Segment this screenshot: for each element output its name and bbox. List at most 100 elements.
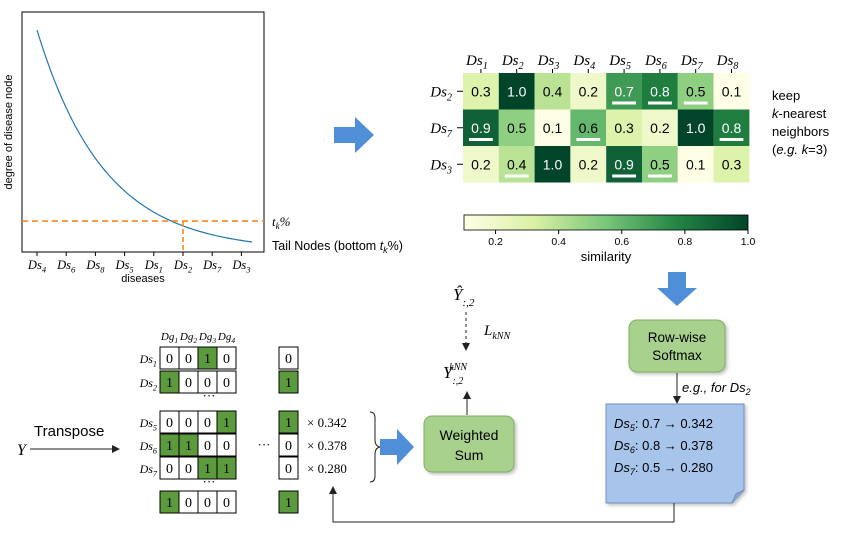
plot-ylabel: degree of disease node xyxy=(3,75,15,190)
ellipsis: ··· xyxy=(203,388,216,403)
matrix-col-label: Dg2 xyxy=(179,331,197,345)
colorbar-tick: 0.6 xyxy=(614,236,629,248)
heatmap-col-label: Ds3 xyxy=(537,53,560,72)
matrix-cell xyxy=(216,346,237,370)
heatmap-col-label: Ds2 xyxy=(501,53,524,72)
colorbar-tick: 1.0 xyxy=(741,236,756,248)
heatmap-cell xyxy=(713,73,750,110)
matrix-cell xyxy=(278,490,299,514)
weighted-sum-box: Weighted Sum xyxy=(423,415,515,473)
matrix-value: 0 xyxy=(285,439,292,454)
colorbar-tick: 0.2 xyxy=(488,236,503,248)
softmax-result: Ds7: 0.5 → 0.280 xyxy=(614,460,713,477)
matrix-value: 1 xyxy=(285,376,292,391)
heatmap-cell xyxy=(534,73,571,110)
heatmap-value: 1.0 xyxy=(543,156,563,172)
matrix-value: 1 xyxy=(166,496,173,511)
row-weight: × 0.378 xyxy=(307,438,347,453)
heatmap-cell xyxy=(713,146,750,183)
matrix-value: 0 xyxy=(185,462,192,477)
matrix-value: 0 xyxy=(285,352,292,367)
matrix-value: 0 xyxy=(166,352,173,367)
topk-marker xyxy=(719,138,744,141)
colorbar-tick: 0.8 xyxy=(678,236,693,248)
heatmap-value: 0.8 xyxy=(650,83,670,99)
heatmap-row-label: Ds3 xyxy=(429,157,452,176)
heatmap-cell xyxy=(463,146,499,183)
matrix-value: 1 xyxy=(285,496,292,511)
plot-xlabel: diseases xyxy=(121,273,165,285)
knn-note-line4: (e.g. k=3) xyxy=(772,142,827,157)
matrix-value: 0 xyxy=(223,352,230,367)
matrix-cell xyxy=(216,490,237,514)
matrix-cell xyxy=(278,370,299,394)
softmax-example: e.g., for Ds2 xyxy=(682,380,751,397)
heatmap-cell xyxy=(642,109,678,146)
matrix-row-label: Ds6 xyxy=(139,439,158,455)
arrow-to-weighted-sum xyxy=(380,429,414,465)
xtick-label: Ds4 xyxy=(27,258,47,275)
heatmap-value: 0.1 xyxy=(686,156,706,172)
colorbar-gradient xyxy=(463,214,749,231)
matrix-cell xyxy=(216,370,237,394)
matrix-cell xyxy=(216,410,237,434)
weights-brace xyxy=(369,411,381,483)
matrix-row-label: Ds7 xyxy=(139,462,158,478)
matrix-value: 0 xyxy=(223,376,230,391)
xtick-label: Ds2 xyxy=(173,258,193,275)
matrix-cell xyxy=(278,346,299,370)
xtick-label: Ds5 xyxy=(115,258,134,275)
knn-note-line1: keep xyxy=(772,88,800,103)
matrix-value: 1 xyxy=(223,462,230,477)
heatmap-cell xyxy=(463,73,499,110)
heatmap-col-label: Ds4 xyxy=(572,53,595,72)
heatmap-value: 1.0 xyxy=(686,120,706,136)
matrix-value: 0 xyxy=(204,376,211,391)
input-y-label: Y xyxy=(17,442,28,459)
heatmap-cell xyxy=(498,73,535,110)
matrix-cell xyxy=(278,433,299,457)
matrix-value: 0 xyxy=(185,352,192,367)
heatmap-value: 0.3 xyxy=(614,120,634,136)
matrix-value: 0 xyxy=(185,376,192,391)
topk-marker xyxy=(683,101,708,105)
softmax-result: Ds6: 0.8 → 0.378 xyxy=(614,438,713,455)
heatmap-value: 0.1 xyxy=(543,120,563,136)
matrix-value: 1 xyxy=(166,439,173,454)
heatmap-col-label: Ds7 xyxy=(680,53,704,72)
matrix-row-label: Ds5 xyxy=(139,416,157,432)
matrix-value: 1 xyxy=(204,352,211,367)
matrix-value: 0 xyxy=(185,416,192,431)
matrix-value: 0 xyxy=(204,496,211,511)
matrix-col-label: Dg4 xyxy=(217,331,235,345)
heatmap-cell xyxy=(534,109,571,146)
heatmap-value: 0.2 xyxy=(579,83,599,99)
matrix-value: 0 xyxy=(204,439,211,454)
heatmap-cell xyxy=(606,109,642,146)
matrix-value: 0 xyxy=(166,416,173,431)
heatmap-col-label: Ds6 xyxy=(644,53,668,72)
matrix-value: 0 xyxy=(223,439,230,454)
topk-marker xyxy=(469,138,493,141)
heatmap-value: 0.9 xyxy=(471,120,491,136)
y-knn-label: Y:,2kNN xyxy=(443,362,468,387)
matrix-row-label: Ds2 xyxy=(139,376,157,392)
heatmap-value: 0.1 xyxy=(722,83,742,99)
heatmap-value: 0.3 xyxy=(722,156,742,172)
matrix-cell xyxy=(278,456,299,480)
heatmap-cell xyxy=(677,109,714,146)
matrix-value: 0 xyxy=(185,496,192,511)
prediction-labels: Ŷ:,2 LkNN Y:,2kNN xyxy=(443,285,511,387)
topk-marker xyxy=(612,101,636,105)
xtick-label: Ds1 xyxy=(144,258,163,275)
loss-label: LkNN xyxy=(483,323,511,342)
matrix-row-label: Ds1 xyxy=(139,352,157,368)
softmax-line1: Row-wise xyxy=(648,330,707,345)
heatmap-cell xyxy=(498,109,535,146)
heatmap-value: 0.4 xyxy=(543,83,563,99)
weighted-sum-line2: Sum xyxy=(455,447,484,463)
